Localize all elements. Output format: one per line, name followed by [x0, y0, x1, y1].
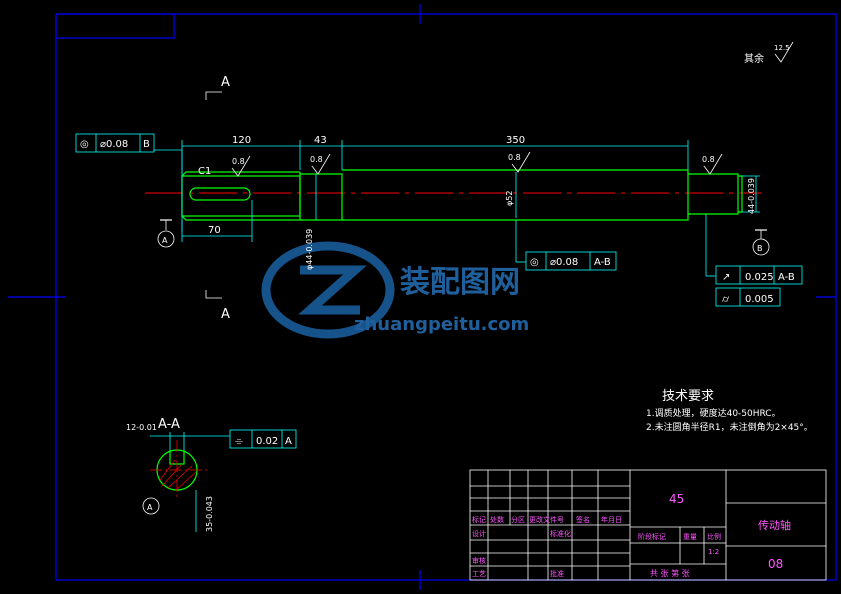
- title-block: [469, 469, 827, 581]
- dim-key-depth: 35-0.043: [205, 496, 214, 532]
- tol-left-value: ⌀0.08: [100, 139, 128, 150]
- watermark-logo-icon: [261, 241, 395, 339]
- hdr-mark: 标记: [472, 515, 486, 524]
- tolerance-frame-cylindricity: ⌭ 0.005: [715, 287, 781, 307]
- dimension-lines: [154, 140, 760, 277]
- dim-70: 70: [208, 225, 221, 236]
- tol-mid-datum: A-B: [594, 257, 611, 268]
- dim-key-width: 12-0.01: [126, 423, 157, 432]
- concentricity-icon: ◎: [530, 257, 539, 268]
- reviewer-label: 审核: [472, 556, 486, 565]
- hdr-date: 年月日: [601, 515, 622, 524]
- tol-runout-value: 0.025: [745, 272, 774, 283]
- hdr-change: 更改文件号: [529, 515, 564, 524]
- section-marker-top: A: [205, 75, 230, 100]
- tolerance-frame-runout: ↗ 0.025 A-B: [715, 265, 803, 285]
- section-title: A-A: [158, 417, 180, 432]
- runout-icon: ↗: [722, 272, 730, 283]
- watermark-z-icon: [298, 265, 367, 315]
- scale-value: 1:2: [708, 548, 719, 556]
- surface-finish-marks: [231, 41, 794, 177]
- svg-text:A: A: [221, 75, 230, 90]
- drawing-number: 08: [768, 557, 783, 571]
- sheet-text: 共 张 第 张: [650, 568, 690, 578]
- part-name: 传动轴: [758, 518, 791, 532]
- title-block-text: 45 传动轴 08 标记 处数 分区 更改文件号 签名 年月日 设计 标准化 审…: [472, 492, 791, 578]
- tol-mid-value: ⌀0.08: [550, 257, 578, 268]
- tech-req-title: 技术要求: [662, 389, 714, 404]
- svg-text:B: B: [757, 244, 763, 253]
- finish-rest-value: 12.5: [774, 44, 790, 52]
- hdr-zone: 分区: [511, 515, 525, 524]
- finish-value-2: 0.8: [310, 155, 323, 164]
- symmetry-icon: ⌯: [235, 436, 243, 447]
- watermark-url: zhuangpeitu.com: [354, 314, 529, 335]
- section-datum: A: [147, 503, 153, 512]
- svg-text:A: A: [221, 307, 230, 322]
- dim-dia-right: 44-0.039: [747, 178, 756, 214]
- tol-cyl-value: 0.005: [745, 294, 774, 305]
- finish-value-3: 0.8: [508, 153, 521, 162]
- material: 45: [669, 492, 684, 506]
- tech-req-item-2: 2.未注圆角半径R1，未注倒角为2×45°。: [646, 421, 813, 433]
- finish-value-1: 0.8: [232, 157, 245, 166]
- section-marker-bottom: A: [205, 290, 230, 322]
- designer-label: 设计: [472, 529, 486, 538]
- svg-text:A: A: [162, 236, 168, 245]
- stage-label: 阶段标记: [638, 532, 666, 541]
- section-view: A-A 12-0.01 35-0.043 A: [126, 417, 230, 532]
- process-label: 工艺: [472, 570, 486, 578]
- tolerance-frame-symmetry: ⌯ 0.02 A: [229, 429, 297, 449]
- watermark-brand: 装配图网: [400, 265, 520, 300]
- datum-a: A: [157, 219, 175, 248]
- tol-sym-datum: A: [285, 436, 292, 447]
- shaft-outline: [181, 169, 743, 221]
- dim-dia-left: φ44-0.039: [305, 229, 314, 270]
- dim-120: 120: [232, 135, 251, 146]
- keyway: [189, 187, 251, 201]
- tol-left-datum: B: [143, 139, 150, 150]
- finish-rest-label: 其余: [744, 52, 764, 65]
- datum-b: B: [752, 229, 770, 256]
- scale-label: 比例: [707, 532, 721, 541]
- tol-runout-datum: A-B: [778, 272, 795, 283]
- dim-43: 43: [314, 135, 327, 146]
- finish-value-4: 0.8: [702, 155, 715, 164]
- concentricity-icon: ◎: [80, 139, 89, 150]
- weight-label: 重量: [683, 533, 697, 541]
- tech-req-item-1: 1.调质处理，硬度达40-50HRC。: [646, 407, 781, 419]
- tolerance-frame-middle: ◎ ⌀0.08 A-B: [525, 251, 617, 271]
- hdr-sign: 签名: [576, 515, 590, 524]
- standard-label: 标准化: [550, 529, 571, 538]
- technical-requirements: 技术要求 1.调质处理，硬度达40-50HRC。 2.未注圆角半径R1，未注倒角…: [646, 389, 813, 433]
- drawing-frame: [8, 4, 837, 590]
- tolerance-frame-left: ◎ ⌀0.08 B: [75, 133, 155, 153]
- dim-dia-mid: φ52: [505, 191, 514, 206]
- watermark: 装配图网 zhuangpeitu.com: [261, 241, 529, 339]
- approve-label: 批准: [550, 569, 564, 578]
- hdr-count: 处数: [490, 515, 504, 524]
- tol-sym-value: 0.02: [256, 436, 278, 447]
- dim-350: 350: [506, 135, 525, 146]
- cylindricity-icon: ⌭: [722, 294, 730, 305]
- dim-chamfer: C1: [198, 166, 211, 177]
